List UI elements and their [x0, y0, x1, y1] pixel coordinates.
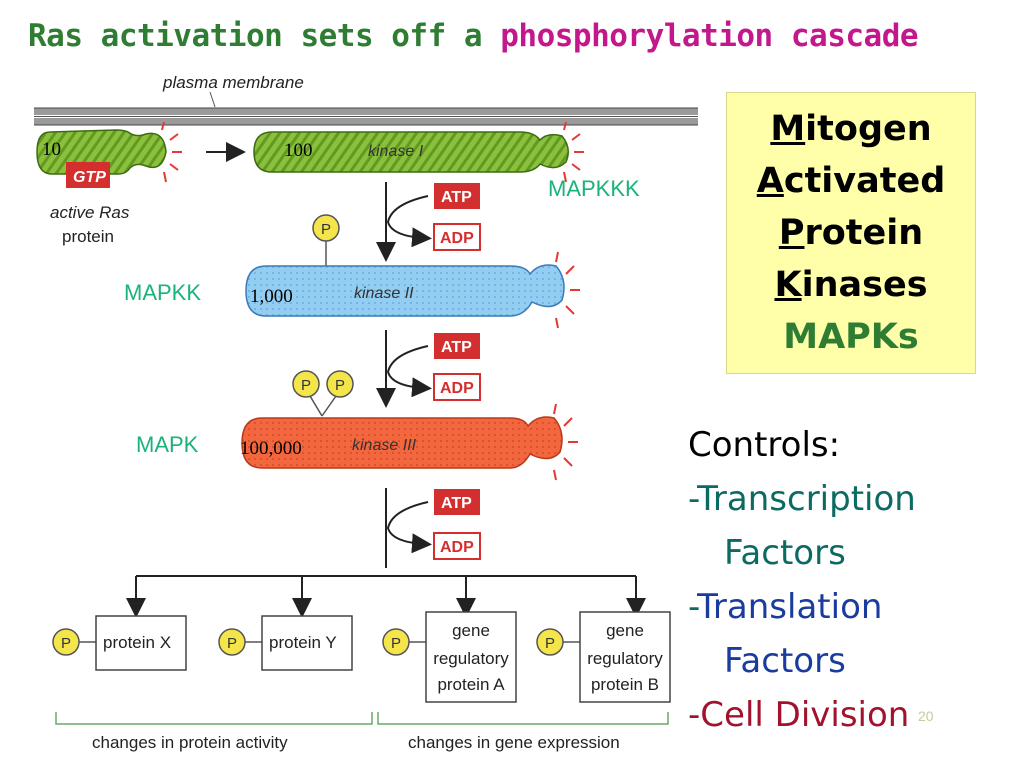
kinase2-protein [245, 251, 580, 329]
slide-title: Ras activation sets off a phosphorylatio… [28, 18, 919, 54]
target-branch-lines [126, 575, 646, 618]
slide-number: 20 [918, 708, 934, 724]
gtp-label: GTP [73, 169, 106, 186]
ras-cascade-diagram: plasma membrane GTP 10 active Ras protei… [34, 73, 698, 752]
svg-text:P: P [391, 635, 401, 652]
target-protein-x: P protein X [52, 615, 187, 671]
gene-a-line3: protein A [437, 675, 505, 694]
acronym-initial-k: K [774, 265, 802, 305]
controls-item-transcription: -Transcription [688, 479, 916, 519]
phosphorylation-step-3: ATP ADP [385, 488, 481, 568]
atp-badge-1 [434, 183, 480, 209]
phosphorylation-step-2: ATP ADP [376, 330, 481, 408]
acronym-line-mitogen: Mitogen [727, 103, 975, 155]
target-protein-y: P protein Y [218, 615, 353, 671]
kinase1-protein [253, 121, 584, 183]
acronym-line-kinases: Kinases [727, 259, 975, 311]
plasma-membrane [34, 107, 698, 126]
gene-b-line1: gene [606, 621, 644, 640]
atp-label-3: ATP [441, 495, 472, 512]
phosphate-badge-1: P [312, 214, 340, 266]
svg-text:P: P [321, 221, 331, 238]
adp-label-1: ADP [440, 230, 474, 247]
gene-b-line3: protein B [591, 675, 659, 694]
atp-label-2: ATP [441, 339, 472, 356]
acronym-rest-k: inases [801, 265, 928, 305]
active-ras-label-line1: active Ras [50, 203, 130, 222]
kinase2-count: 1,000 [250, 286, 293, 307]
controls-item-translation-cont: Factors [724, 641, 846, 681]
protein-y-label: protein Y [269, 633, 337, 652]
acronym-rest-m: itogen [805, 109, 932, 149]
adp-badge-2 [433, 373, 481, 401]
adp-badge-1 [433, 223, 481, 251]
svg-text:P: P [61, 635, 71, 652]
adp-badge-3 [433, 532, 481, 560]
acronym-rest-p: rotein [804, 213, 924, 253]
title-part-1: Ras activation sets off a [28, 18, 501, 54]
kinase1-name: kinase I [368, 143, 424, 160]
kinase3-count: 100,000 [240, 438, 302, 459]
gene-b-line2: regulatory [587, 649, 663, 668]
acronym-line-activated: Activated [727, 155, 975, 207]
mapk-acronym-panel: Mitogen Activated Protein Kinases MAPKs [726, 92, 976, 374]
svg-text:P: P [335, 377, 345, 394]
gtp-badge [66, 162, 110, 188]
caption-protein-activity: changes in protein activity [92, 733, 288, 752]
kinase2-name: kinase II [354, 285, 414, 302]
acronym-abbreviation: MAPKs [783, 317, 919, 357]
bottom-brackets [55, 712, 669, 725]
ras-count: 10 [42, 139, 61, 160]
atp-label-1: ATP [441, 189, 472, 206]
acronym-initial-m: M [770, 109, 806, 149]
title-part-2: phosphorylation cascade [500, 18, 919, 54]
mapk-label: MAPK [136, 432, 199, 457]
controls-item-transcription-cont: Factors [724, 533, 846, 573]
atp-badge-3 [434, 489, 480, 515]
kinase3-name: kinase III [352, 437, 417, 454]
adp-label-3: ADP [440, 539, 474, 556]
target-gene-protein-a: P gene regulatory protein A [382, 611, 517, 703]
membrane-label: plasma membrane [162, 73, 304, 92]
kinase3-protein [241, 403, 578, 481]
svg-text:P: P [545, 635, 555, 652]
acronym-initial-p: P [778, 213, 805, 253]
svg-text:P: P [301, 377, 311, 394]
active-ras-label-line2: protein [62, 227, 114, 246]
acronym-line-protein: Protein [727, 207, 975, 259]
target-gene-protein-b: P gene regulatory protein B [536, 611, 671, 703]
atp-badge-2 [434, 333, 480, 359]
controls-heading: Controls: [688, 425, 841, 465]
protein-x-label: protein X [103, 633, 171, 652]
controls-list: Controls: -Transcription Factors -Transl… [688, 418, 1018, 742]
mapkkk-label: MAPKKK [548, 176, 640, 201]
phosphorylation-step-1: ATP ADP [376, 182, 481, 262]
controls-item-translation: -Translation [688, 587, 883, 627]
acronym-rest-a: ctivated [783, 161, 946, 201]
gene-a-line2: regulatory [433, 649, 509, 668]
controls-item-cell-division: -Cell Division [688, 695, 910, 735]
adp-label-2: ADP [440, 380, 474, 397]
gene-a-line1: gene [452, 621, 490, 640]
acronym-initial-a: A [756, 161, 784, 201]
caption-gene-expression: changes in gene expression [408, 733, 620, 752]
mapkk-label: MAPKK [124, 280, 201, 305]
kinase1-count: 100 [284, 140, 313, 161]
svg-text:P: P [227, 635, 237, 652]
phosphate-badges-2: P P [292, 370, 354, 417]
